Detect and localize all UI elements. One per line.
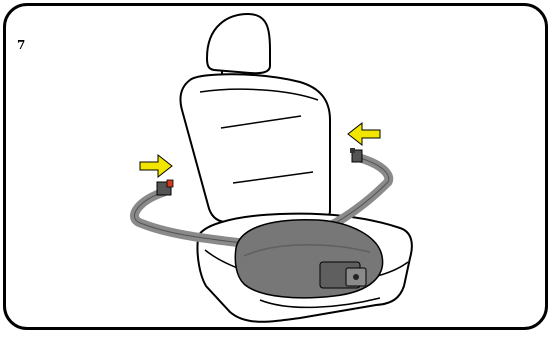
arrow-left-icon [348, 123, 380, 145]
headrest [207, 14, 270, 80]
right-buckle [350, 148, 362, 162]
left-buckle [157, 180, 173, 195]
seat-back [180, 74, 330, 226]
booster-cushion [235, 220, 382, 298]
arrow-right-icon [140, 155, 172, 177]
